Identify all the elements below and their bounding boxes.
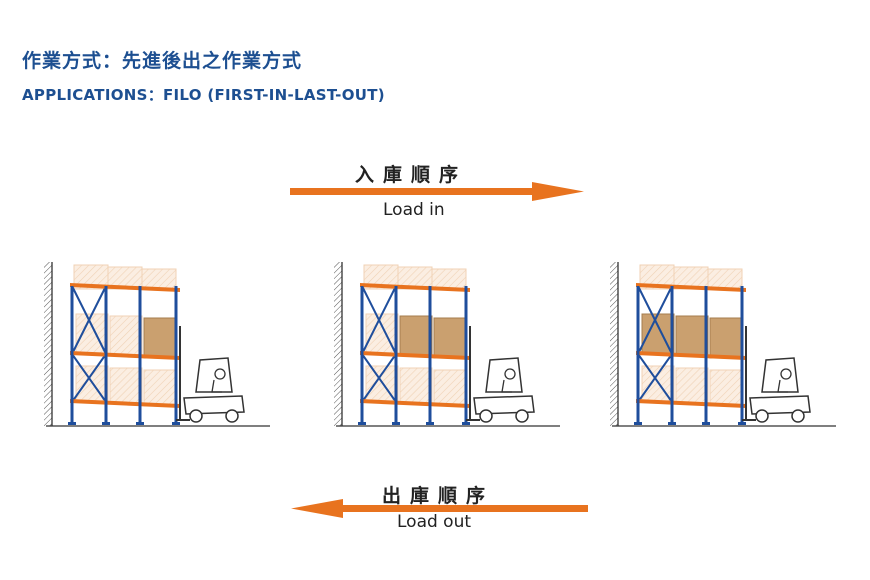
load-out-label-zh: 出庫順序	[382, 485, 495, 507]
brace-0-b	[637, 285, 673, 355]
load-out-label-en: Load out	[397, 512, 472, 532]
beam-1	[636, 283, 746, 292]
pallet-slot-3-3-empty	[709, 369, 743, 407]
upright-4	[740, 286, 744, 424]
pallet-slot-3-1-empty	[641, 365, 675, 403]
upright-2	[670, 286, 674, 424]
upright-foot-3	[136, 422, 144, 425]
pallet-slot-1-3-empty	[431, 268, 467, 290]
forklift-cabin	[485, 357, 523, 393]
upright-foot-1	[634, 422, 642, 425]
upright-4	[174, 286, 178, 424]
upright-1	[360, 286, 364, 424]
upright-3	[138, 286, 142, 424]
brace-0-b	[361, 285, 397, 355]
beam-2	[636, 351, 746, 360]
wall-hatch-icon	[44, 262, 52, 426]
upright-2	[394, 286, 398, 424]
brace-1-b	[71, 353, 107, 403]
beam-2	[360, 351, 470, 360]
forklift-wheel-rear	[791, 409, 805, 423]
brace-1-b	[361, 353, 397, 403]
rack-stage-1	[44, 262, 270, 427]
beam-3	[636, 399, 746, 408]
page-title-en: APPLICATIONS：FILO (FIRST-IN-LAST-OUT)	[22, 86, 385, 104]
upright-foot-2	[392, 422, 400, 425]
forklift-wheel-front	[479, 409, 493, 423]
rack-stage-2	[334, 262, 560, 427]
brace-1-b	[637, 353, 673, 403]
pallet-slot-3-2-empty	[109, 367, 143, 405]
driver-head	[780, 368, 792, 380]
pallet-slot-2-3-loaded	[433, 317, 467, 359]
driver-body	[501, 379, 512, 393]
upright-1	[636, 286, 640, 424]
wall-hatch-icon	[334, 262, 342, 426]
forklift-icon	[176, 326, 245, 423]
forklift-icon	[742, 326, 811, 423]
upright-3	[428, 286, 432, 424]
upright-3	[704, 286, 708, 424]
pallet-slot-1-3-empty	[707, 268, 743, 290]
upright-foot-4	[738, 422, 746, 425]
upright-1	[70, 286, 74, 424]
driver-head	[504, 368, 516, 380]
beam-1	[70, 283, 180, 292]
pallet-slot-3-3-empty	[433, 369, 467, 407]
forklift-cabin	[761, 357, 799, 393]
beam-2	[70, 351, 180, 360]
pallet-slot-3-2-empty	[675, 367, 709, 405]
brace-0-b	[71, 285, 107, 355]
forklift-wheel-front	[755, 409, 769, 423]
pallet-slot-2-2-loaded	[675, 315, 709, 357]
upright-foot-3	[702, 422, 710, 425]
forklift-wheel-rear	[515, 409, 529, 423]
beam-1	[360, 283, 470, 292]
rack-stage-3	[610, 262, 836, 427]
beam-3	[360, 399, 470, 408]
upright-foot-4	[172, 422, 180, 425]
wall-hatch-icon	[610, 262, 618, 426]
upright-foot-1	[68, 422, 76, 425]
driver-head	[214, 368, 226, 380]
forklift-body	[749, 395, 811, 415]
forklift-cabin	[195, 357, 233, 393]
upright-4	[464, 286, 468, 424]
forklift-wheel-rear	[225, 409, 239, 423]
pallet-slot-3-3-empty	[143, 369, 177, 407]
pallet-slot-2-3-loaded	[709, 317, 743, 359]
driver-body	[211, 379, 222, 393]
pallet-slot-1-3-empty	[141, 268, 177, 290]
driver-body	[777, 379, 788, 393]
upright-foot-2	[668, 422, 676, 425]
forklift-body	[473, 395, 535, 415]
pallet-slot-2-2-empty	[109, 315, 143, 357]
pallet-slot-2-2-loaded	[399, 315, 433, 357]
forklift-wheel-front	[189, 409, 203, 423]
load-in-label-en: Load in	[383, 200, 445, 220]
upright-foot-1	[358, 422, 366, 425]
pallet-slot-2-3-loaded	[143, 317, 177, 359]
load-in-label-zh: 入庫順序	[355, 164, 468, 186]
pallet-slot-3-2-empty	[399, 367, 433, 405]
beam-3	[70, 399, 180, 408]
load-in-arrow	[290, 182, 584, 201]
upright-2	[104, 286, 108, 424]
forklift-icon	[466, 326, 535, 423]
load-out-arrow	[291, 499, 588, 518]
forklift-body	[183, 395, 245, 415]
page-title-zh: 作業方式：先進後出之作業方式	[22, 50, 303, 72]
upright-foot-3	[426, 422, 434, 425]
upright-foot-4	[462, 422, 470, 425]
upright-foot-2	[102, 422, 110, 425]
